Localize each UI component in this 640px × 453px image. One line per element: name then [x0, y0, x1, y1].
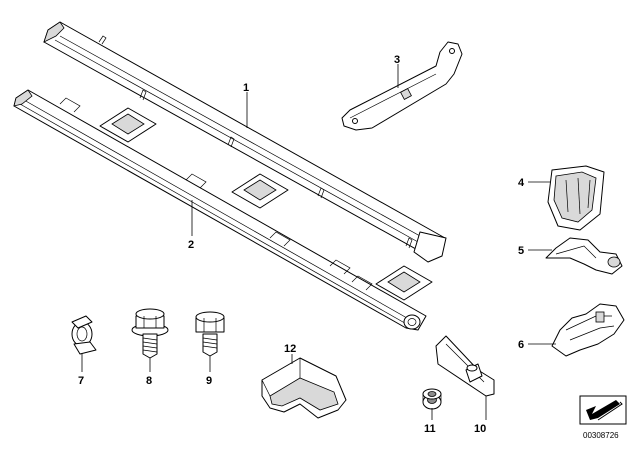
diagram-reference-number: 00308726: [583, 431, 619, 440]
part-12-cover-cap: [261, 357, 347, 419]
callout-9: 9: [206, 375, 212, 387]
part-3-bracket: [341, 41, 463, 131]
part-11-bushing: [422, 388, 442, 410]
part-5-cable-holder: [545, 237, 623, 275]
callout-5: 5: [518, 245, 524, 257]
part-8-hex-bolt: [131, 308, 169, 359]
part-10-plate: [435, 335, 495, 397]
arrow-down-left-icon[interactable]: [579, 395, 627, 425]
part-7-cable-clamp: [71, 315, 97, 355]
part-6-holder: [551, 303, 625, 357]
callout-2: 2: [188, 239, 194, 251]
part-2-cable-rail: [13, 89, 433, 331]
callout-7: 7: [78, 375, 84, 387]
part-4-clip: [547, 165, 605, 231]
callout-4: 4: [518, 177, 525, 189]
callout-10: 10: [474, 423, 486, 435]
callout-1: 1: [243, 82, 249, 94]
part-9-bolt: [195, 311, 225, 357]
part-1-cable-duct-cover: [43, 21, 447, 263]
callout-11: 11: [424, 423, 436, 435]
leader-lines: [81, 64, 556, 420]
callout-labels: 1 2 3 4 5 6 7 8 9 10 11 12: [78, 54, 525, 435]
callout-3: 3: [394, 54, 400, 66]
callout-6: 6: [518, 339, 524, 351]
callout-8: 8: [146, 375, 152, 387]
callout-12: 12: [284, 343, 296, 355]
